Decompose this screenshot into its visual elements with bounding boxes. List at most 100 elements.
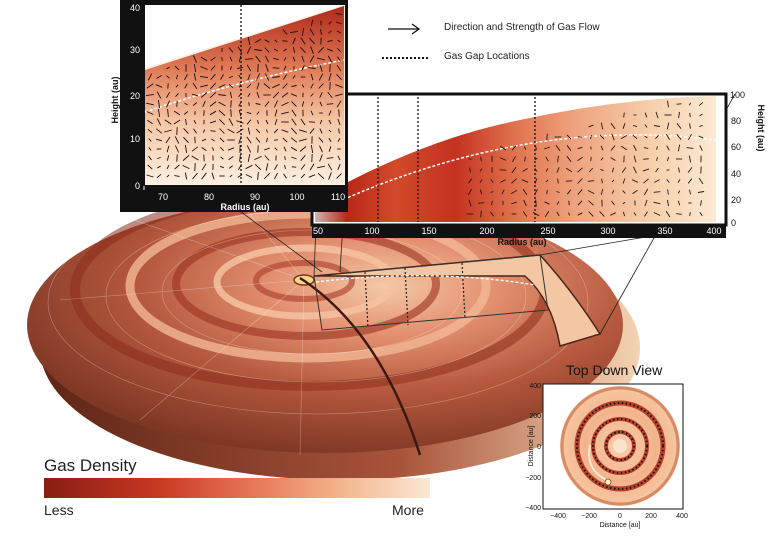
top-down-y-label: Distance [au] bbox=[528, 426, 535, 467]
flow-arrow bbox=[284, 164, 286, 170]
flow-arrow bbox=[300, 155, 306, 161]
flow-arrow bbox=[319, 128, 323, 134]
flow-arrow bbox=[309, 37, 315, 45]
flow-arrow bbox=[265, 129, 269, 133]
flow-arrow bbox=[282, 83, 288, 89]
flow-arrow bbox=[522, 168, 528, 172]
flow-arrow bbox=[146, 83, 154, 89]
flow-arrow bbox=[643, 147, 649, 149]
flow-arrow bbox=[193, 128, 197, 134]
flow-arrow bbox=[191, 155, 199, 161]
inset-zoom-x-tick: 90 bbox=[250, 192, 260, 202]
flow-arrow bbox=[689, 123, 691, 129]
inset-zoom-empty-wedge bbox=[145, 5, 344, 68]
flow-arrow bbox=[247, 154, 251, 162]
flow-arrow bbox=[697, 191, 705, 193]
flow-arrow bbox=[545, 179, 549, 183]
flow-arrow bbox=[283, 65, 287, 71]
flow-arrow bbox=[611, 190, 615, 194]
flow-arrow bbox=[210, 65, 216, 71]
flow-arrow bbox=[557, 178, 559, 184]
flow-arrow bbox=[254, 155, 262, 161]
flow-arrow bbox=[687, 178, 693, 184]
flow-arrow bbox=[546, 189, 548, 195]
flow-arrow bbox=[174, 175, 180, 177]
inset-wide-x-tick: 200 bbox=[479, 226, 494, 236]
flow-arrow-head-icon bbox=[411, 23, 421, 35]
flow-arrow bbox=[166, 91, 170, 99]
top-down-y-tick: 0 bbox=[537, 444, 541, 451]
flow-arrow bbox=[620, 135, 628, 139]
flow-arrow bbox=[156, 173, 162, 179]
flow-arrow bbox=[184, 102, 188, 106]
flow-arrow bbox=[577, 156, 583, 162]
flow-arrow bbox=[655, 134, 659, 140]
inset-wide-y-tick: 0 bbox=[731, 218, 736, 228]
flow-arrow bbox=[299, 138, 307, 142]
flow-arrow bbox=[255, 73, 261, 81]
flow-arrow bbox=[218, 110, 226, 116]
flow-arrow bbox=[254, 49, 262, 51]
flow-arrow bbox=[156, 75, 162, 79]
flow-arrow bbox=[543, 146, 551, 150]
flow-arrow bbox=[246, 64, 252, 72]
flow-arrow bbox=[211, 172, 215, 180]
flow-arrow bbox=[301, 28, 305, 36]
flow-arrow bbox=[337, 164, 341, 170]
flow-arrow bbox=[192, 102, 198, 106]
flow-arrow bbox=[534, 178, 538, 184]
inset-wide-panel bbox=[310, 92, 728, 238]
flow-arrow bbox=[264, 101, 270, 107]
flow-arrow bbox=[310, 110, 314, 116]
flow-arrow bbox=[599, 211, 605, 217]
inset-zoom-labels: 70 80 90 100 110 Radius (au) 0 10 20 30 … bbox=[110, 3, 345, 212]
flow-arrow bbox=[698, 177, 704, 185]
flow-arrow bbox=[219, 165, 225, 169]
flow-arrow bbox=[274, 109, 278, 117]
flow-arrow bbox=[238, 101, 242, 107]
flow-arrow bbox=[522, 188, 528, 196]
flow-arrow bbox=[622, 178, 626, 184]
flow-arrow bbox=[273, 57, 279, 61]
flow-arrow bbox=[566, 134, 572, 140]
flow-arrow bbox=[656, 146, 658, 150]
flow-arrow bbox=[192, 55, 198, 63]
flow-arrow bbox=[632, 189, 638, 195]
flow-arrow bbox=[265, 163, 269, 171]
top-down-panel bbox=[542, 383, 684, 510]
flow-arrow bbox=[688, 155, 692, 163]
flow-arrow bbox=[274, 118, 278, 126]
flow-arrow bbox=[337, 56, 341, 62]
flow-arrow bbox=[328, 172, 332, 180]
flow-arrow bbox=[184, 145, 188, 153]
top-down-y-tick: −200 bbox=[525, 475, 541, 482]
flow-arrow bbox=[291, 109, 297, 117]
flow-arrow bbox=[642, 168, 650, 172]
flow-arrow bbox=[148, 147, 152, 151]
flow-arrow bbox=[654, 179, 660, 183]
flow-arrow bbox=[282, 29, 288, 35]
flow-arrow bbox=[156, 128, 162, 134]
flow-arrow bbox=[228, 83, 234, 89]
flow-arrow bbox=[698, 135, 704, 139]
inset-wide-labels: 50 100 150 200 250 300 350 400 Radius (a… bbox=[313, 90, 766, 247]
flow-arrow bbox=[202, 129, 206, 133]
flow-arrow bbox=[237, 46, 243, 54]
flow-arrow bbox=[310, 73, 314, 81]
flow-arrow bbox=[544, 201, 550, 205]
flow-arrow bbox=[175, 93, 179, 97]
flow-arrow bbox=[521, 179, 529, 183]
inset-zoom-y-tick: 20 bbox=[130, 91, 140, 101]
flow-arrow bbox=[266, 137, 268, 143]
flow-arrow bbox=[676, 213, 682, 215]
flow-arrow bbox=[200, 66, 208, 70]
flow-arrow bbox=[479, 168, 483, 172]
inset-zoom-y-tick: 30 bbox=[130, 45, 140, 55]
flow-arrow bbox=[633, 166, 637, 174]
flow-arrow bbox=[301, 65, 305, 71]
flow-arrow bbox=[290, 137, 298, 143]
flow-arrow bbox=[166, 75, 170, 79]
flow-arrow bbox=[156, 165, 162, 169]
flow-arrow bbox=[317, 165, 325, 169]
flow-arrow bbox=[610, 157, 616, 161]
